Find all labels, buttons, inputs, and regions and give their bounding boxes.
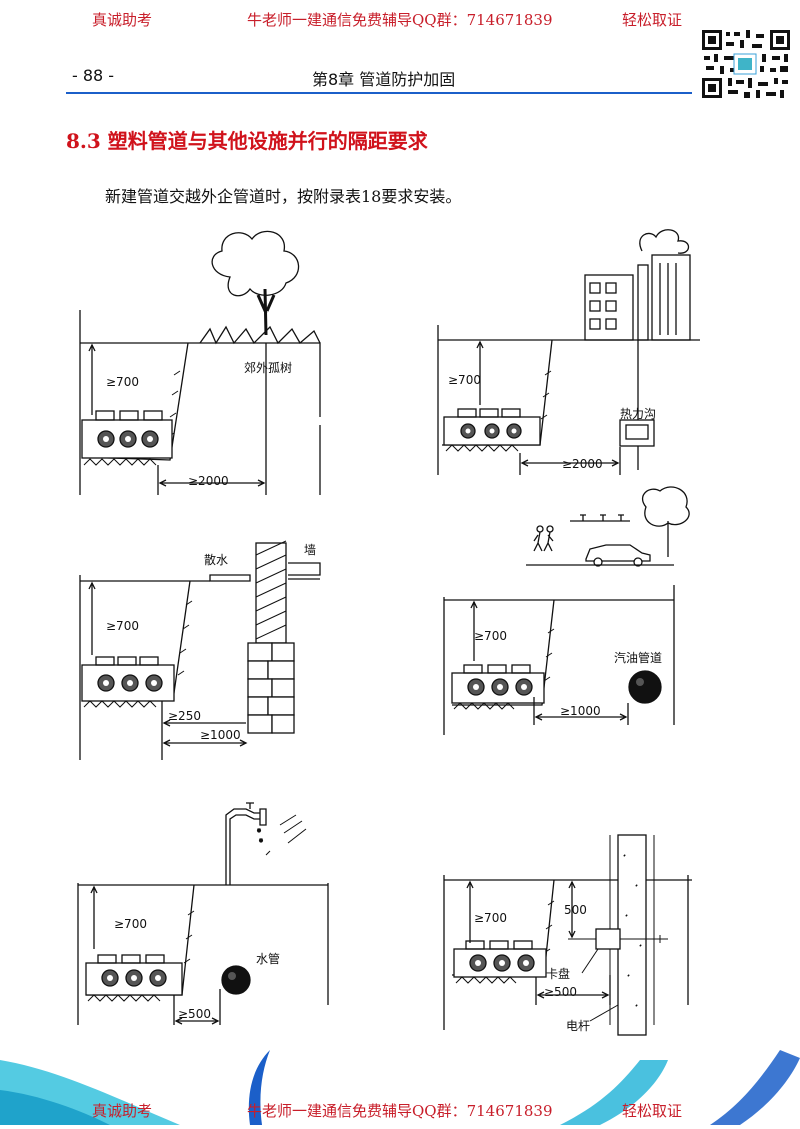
pole-depth-label: ≥700 [474,911,507,925]
oil-pipe-icon [628,670,662,704]
heat-trench-label: 热力沟 [620,407,657,421]
water-pipe-icon [221,965,251,995]
banner-left-text: 真诚助考 [92,11,153,29]
figure-pole-clearance: ≥700 500 卡盘 ≥500 电杆 [430,825,710,1040]
heat-distance-label: ≥2000 [562,457,603,471]
tree-icon [641,486,690,557]
water-pipe-label: 水管 [256,952,281,966]
pedestrian-icon [533,525,554,552]
oil-depth-label: ≥700 [474,629,507,643]
footer-left-text: 真诚助考 [92,1102,153,1120]
banner-right-text: 轻松取证 [622,11,683,29]
tree-label: 郊外孤树 [244,361,293,375]
figure-heat-trench-clearance: ≥700 热力沟 ≥2000 [430,225,710,485]
qr-code-icon [700,28,792,100]
pole-distance-label: ≥500 [544,985,577,999]
clamp-plate-icon [595,928,621,950]
figure-wall-clearance: 散水 墙 ≥700 ≥250 ≥1000 [70,535,360,765]
clamp-label: 卡盘 [546,967,571,981]
decorative-wave [0,1040,800,1125]
wall-label: 墙 [304,543,317,557]
footer-center-text: 牛老师一建通信免费辅导QQ群：714671839 [247,1102,553,1120]
tree-depth-label: ≥700 [106,375,139,389]
header-rule [66,92,692,94]
page-number: - 88 - [72,66,115,85]
chapter-title: 第8章 管道防护加固 [312,70,456,89]
pole-height-label: 500 [564,903,587,917]
pole-label: 电杆 [566,1019,591,1033]
section-title: 8.3 塑料管道与其他设施并行的隔距要求 [66,129,428,153]
heat-trench-icon [619,419,655,447]
figure-oil-pipe-clearance: ≥700 汽油管道 ≥1000 [430,485,710,745]
drain-label: 散水 [204,553,229,567]
water-distance-label: ≥500 [178,1007,211,1021]
tree-icon [199,230,321,345]
banner-center-text: 牛老师一建通信免费辅导QQ群：714671839 [247,11,553,29]
faucet-icon [225,802,307,885]
car-icon [585,544,651,567]
oil-pipe-label: 汽油管道 [614,651,663,665]
tree-distance-label: ≥2000 [188,474,229,488]
wall-distance-label: ≥1000 [200,728,241,742]
footer-right-text: 轻松取证 [622,1102,683,1120]
water-depth-label: ≥700 [114,917,147,931]
heat-depth-label: ≥700 [448,373,481,387]
building-icon [584,229,691,341]
oil-distance-label: ≥1000 [560,704,601,718]
figure-tree-clearance: ≥700 郊外孤树 ≥2000 [70,225,350,515]
figure-water-pipe-clearance: ≥700 水管 ≥500 [70,785,350,1035]
intro-paragraph: 新建管道交越外企管道时，按附录表18要求安装。 [105,187,462,206]
wall-depth-label: ≥700 [106,619,139,633]
wall-near-distance-label: ≥250 [168,709,201,723]
